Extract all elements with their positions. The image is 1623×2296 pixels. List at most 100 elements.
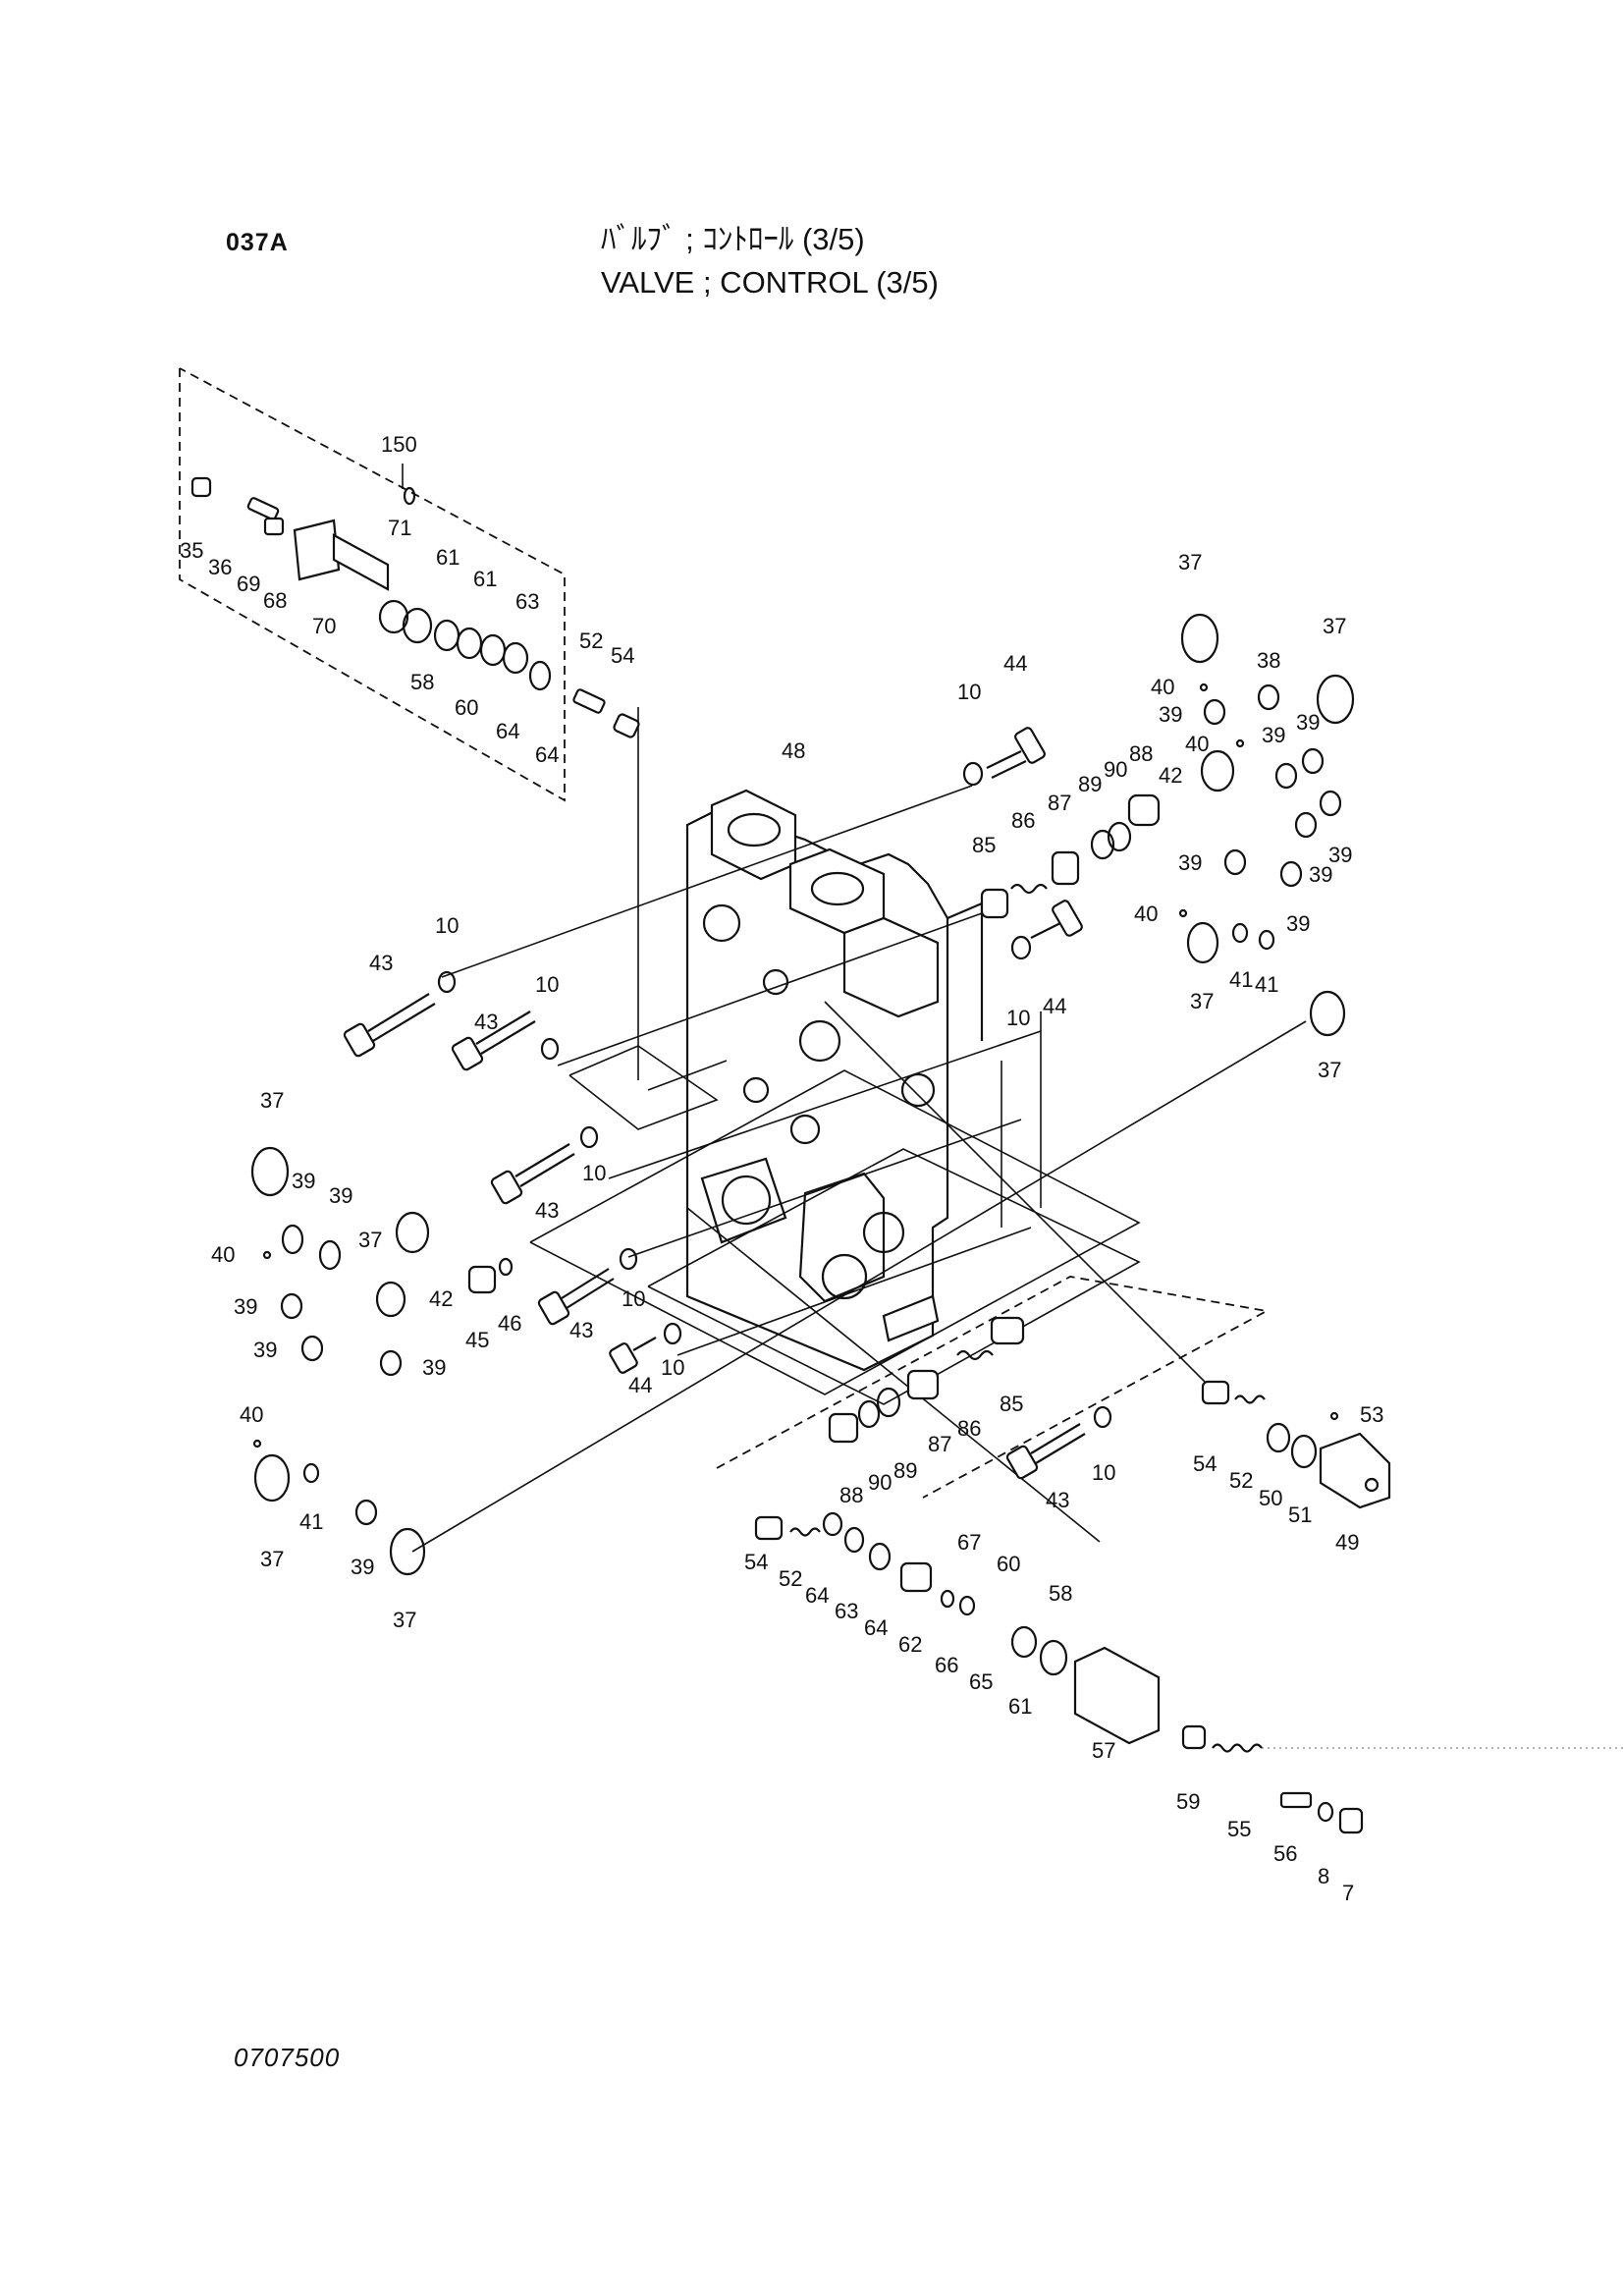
callout: 39 <box>351 1555 374 1579</box>
callout: 10 <box>957 680 981 704</box>
callout: 55 <box>1227 1817 1251 1841</box>
callout: 39 <box>253 1338 277 1362</box>
plugs-and-spools <box>190 476 1391 1834</box>
bolt-44-low <box>609 1337 657 1374</box>
callout: 60 <box>455 695 478 720</box>
callout: 37 <box>358 1228 382 1252</box>
callout: 39 <box>1309 862 1332 887</box>
callout: 39 <box>1262 723 1285 747</box>
page-code: 037A <box>226 229 289 256</box>
callout: 89 <box>1078 772 1102 796</box>
callout: 68 <box>263 588 287 613</box>
callout: 41 <box>1255 972 1278 997</box>
title-english: VALVE ; CONTROL (3/5) <box>601 265 939 300</box>
callout: 10 <box>1006 1006 1030 1030</box>
callout: 38 <box>1257 648 1280 673</box>
callout: 66 <box>935 1653 958 1677</box>
callout: 41 <box>1229 967 1253 992</box>
callout: 40 <box>240 1402 263 1427</box>
callout: 37 <box>260 1547 284 1571</box>
callout: 60 <box>997 1552 1020 1576</box>
callout: 64 <box>496 719 519 743</box>
plug-45 <box>467 1265 497 1294</box>
callout: 40 <box>1134 902 1158 926</box>
callout: 87 <box>1048 791 1071 815</box>
bolt-43-e <box>1005 1423 1086 1480</box>
callout: 43 <box>535 1198 559 1223</box>
callout: 58 <box>1049 1581 1072 1606</box>
callout: 10 <box>582 1161 606 1185</box>
callout: 43 <box>569 1318 593 1342</box>
o-ring-37-top <box>1180 613 1219 664</box>
callout: 40 <box>211 1242 235 1267</box>
callout: 61 <box>1008 1694 1032 1719</box>
callout: 64 <box>864 1615 888 1640</box>
callout: 88 <box>839 1483 863 1507</box>
callout: 63 <box>515 589 539 614</box>
bolts <box>343 688 1086 1480</box>
callout: 150 <box>381 432 417 457</box>
callout: 44 <box>1003 651 1027 676</box>
callout: 59 <box>1176 1789 1200 1814</box>
callout: 42 <box>429 1286 453 1311</box>
part-7 <box>1338 1807 1364 1834</box>
part-59 <box>1181 1724 1207 1750</box>
callout: 39 <box>292 1169 315 1193</box>
spool-assembly-150 <box>190 476 390 591</box>
callout: 40 <box>1185 732 1209 756</box>
spool-85-87-bottom <box>828 1316 1025 1444</box>
callout: 54 <box>744 1550 768 1574</box>
callout: 8 <box>1318 1864 1329 1888</box>
callout: 90 <box>868 1470 892 1495</box>
bolt-43-b <box>451 1011 536 1071</box>
callout: 39 <box>422 1355 446 1380</box>
callout: 41 <box>299 1509 323 1534</box>
poppet-54 <box>754 1380 1266 1541</box>
callout: 43 <box>474 1010 498 1034</box>
plug-49 <box>1319 1432 1391 1509</box>
callout: 37 <box>1323 614 1346 638</box>
callout: 39 <box>1328 843 1352 867</box>
callout: 58 <box>410 670 434 694</box>
callout: 37 <box>1178 550 1202 574</box>
callout: 65 <box>969 1669 993 1694</box>
callout: 45 <box>465 1328 489 1352</box>
title-japanese: ﾊﾞﾙﾌﾞ ; ｺﾝﾄﾛｰﾙ (3/5) <box>601 222 865 256</box>
callout: 63 <box>835 1599 858 1623</box>
callout: 35 <box>180 538 203 563</box>
callout: 61 <box>473 567 497 591</box>
callout: 71 <box>388 516 411 540</box>
callout: 56 <box>1273 1841 1297 1866</box>
callout: 61 <box>436 545 460 570</box>
callout: 39 <box>234 1294 257 1319</box>
callout: 87 <box>928 1432 951 1456</box>
callout-labels: 150 35 36 69 68 70 71 61 61 63 58 60 64 … <box>180 432 1383 1905</box>
bolt-44-top <box>986 727 1046 779</box>
callout: 86 <box>957 1416 981 1441</box>
bolt-44-mid <box>1030 900 1083 939</box>
callout: 85 <box>1000 1392 1023 1416</box>
callout: 43 <box>369 951 393 975</box>
callout: 88 <box>1129 741 1153 766</box>
o-ring-37-right <box>1316 674 1355 725</box>
callout: 89 <box>893 1458 917 1483</box>
part-62 <box>899 1561 933 1593</box>
bolt-43-c <box>490 1143 575 1205</box>
callout: 39 <box>1159 702 1182 727</box>
callout: 54 <box>1193 1451 1217 1476</box>
callout: 49 <box>1335 1530 1359 1555</box>
callout: 57 <box>1092 1738 1115 1763</box>
callout: 90 <box>1104 757 1127 782</box>
callout: 44 <box>1043 994 1066 1018</box>
callout: 37 <box>393 1608 416 1632</box>
callout: 85 <box>972 833 996 857</box>
callout: 50 <box>1259 1486 1282 1510</box>
callout: 44 <box>628 1373 652 1397</box>
callout: 40 <box>1151 675 1174 699</box>
bolt-43-d <box>537 1268 615 1326</box>
callout: 39 <box>1286 911 1310 936</box>
page-title: ﾊﾞﾙﾌﾞ ; ｺﾝﾄﾛｰﾙ (3/5) VALVE ; CONTROL (3/… <box>601 218 939 304</box>
callout: 52 <box>579 629 603 653</box>
valve-body <box>685 789 984 1372</box>
